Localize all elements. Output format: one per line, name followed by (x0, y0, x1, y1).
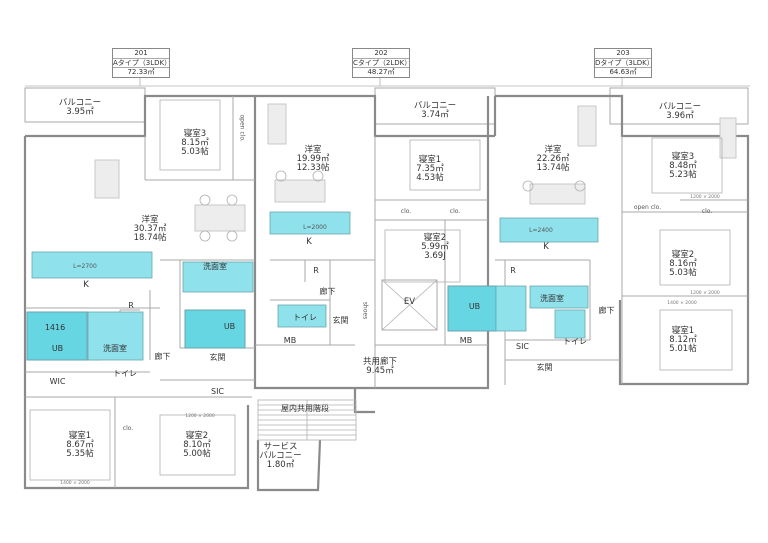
u2-kitchen-label: K (306, 237, 312, 247)
unit-area: 64.63㎡ (609, 68, 637, 76)
u2-corridor-label: 廊下 (319, 287, 336, 296)
u1-corridor-label: 廊下 (154, 352, 171, 361)
balconies (24, 87, 749, 125)
unit-type: Dタイプ（3LDK） (595, 58, 654, 68)
unit201-walls (25, 96, 255, 488)
unit-area: 72.33㎡ (127, 68, 155, 76)
u1-wic-label: WIC (49, 377, 66, 386)
unit-type: Aタイプ（3LDK） (113, 58, 172, 68)
u1-entrance-label: 玄関 (209, 353, 226, 362)
u1-closet-label: clo. (122, 425, 134, 432)
u3-open-closet-label: open clo. (633, 204, 662, 211)
u3-entrance-label: 玄関 (536, 363, 553, 372)
u3-fridge-label: R (510, 266, 516, 275)
unit-number: 201 (113, 49, 169, 59)
u3-kitchen-label: K (543, 242, 549, 252)
u3-bed2-dim: 1200 × 2000 (690, 291, 720, 296)
u3-kitchen-dim: L=2400 (529, 227, 553, 234)
u2-closet-label: clo. (400, 208, 412, 215)
unit-area: 48.27㎡ (367, 68, 395, 76)
unit-203-header: 203 Dタイプ（3LDK） 64.63㎡ (594, 48, 654, 78)
elevator-shaft (381, 279, 438, 331)
unit202-walls (255, 136, 488, 388)
unit-202-header: 202 Cタイプ（2LDK） 48.27㎡ (352, 48, 412, 78)
staircase (257, 399, 357, 441)
u2-closet2-label: clo. (449, 208, 461, 215)
u3-toilet-label: トイレ (563, 337, 587, 346)
u3-washroom-label: 洗面室 (540, 294, 564, 303)
u1-bed2-dim: 1200 × 2000 (185, 414, 215, 419)
u1-fridge-label: R (128, 301, 134, 310)
u3-closet-label: clo. (701, 208, 713, 215)
u1-kitchen-label: K (83, 280, 89, 290)
u3-bed1-dim: 1400 × 2000 (667, 301, 697, 306)
u3-bed3-dim: 1200 × 2000 (690, 195, 720, 200)
unit-leader-lines (25, 77, 750, 87)
u3-mb-label: MB (459, 336, 473, 345)
furniture (29, 99, 737, 481)
u1-open-closet-label: open clo. (238, 114, 246, 142)
unit203-walls (495, 136, 748, 385)
unit-number: 202 (353, 49, 409, 59)
u1-toilet-label: トイレ (113, 369, 137, 378)
u2-entrance-label: 玄関 (332, 316, 349, 325)
u2-mb-label: MB (283, 336, 297, 345)
u3-ub-label: UB (468, 302, 481, 311)
u1-washroom2-label: 洗面室 (203, 262, 227, 271)
u2-toilet-label: トイレ (293, 313, 317, 322)
u1-kitchen-dim: L=2700 (73, 263, 97, 270)
u1-ub-size: 1416 (44, 323, 66, 332)
u3-corridor-label: 廊下 (598, 306, 615, 315)
u1-washroom-label: 洗面室 (103, 344, 127, 353)
wet-areas (26, 211, 599, 361)
u1-sic-label: SIC (210, 387, 225, 396)
unit-number: 203 (595, 49, 651, 59)
u3-sic-label: SIC (515, 342, 530, 351)
u1-ub2-label: UB (223, 322, 236, 331)
u2-fridge-label: R (313, 266, 319, 275)
unit-201-header: 201 Aタイプ（3LDK） 72.33㎡ (112, 48, 172, 78)
indoor-stairs-label: 屋内共用階段 (281, 404, 329, 413)
unit-type: Cタイプ（2LDK） (353, 58, 412, 68)
u1-ub-label: UB (51, 344, 64, 353)
u1-bed1-dim: 1400 × 2000 (60, 481, 90, 486)
u2-kitchen-dim: L=2000 (303, 224, 327, 231)
elevator-label: EV (403, 297, 416, 307)
u2-shoes-label: shoes (361, 301, 369, 320)
